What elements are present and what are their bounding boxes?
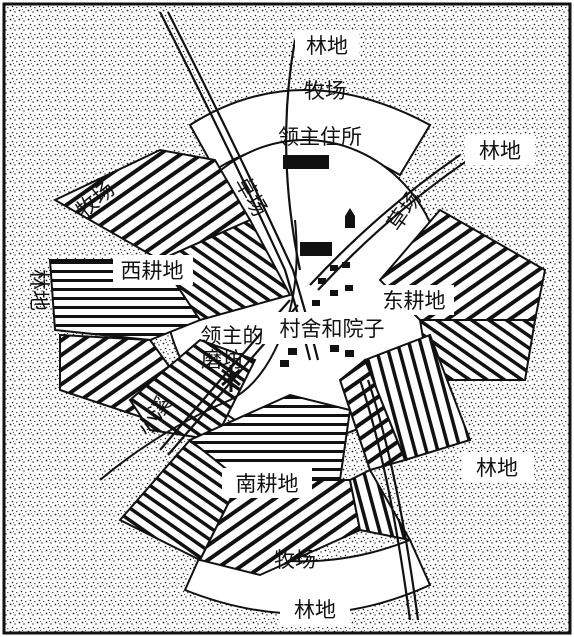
forest-west-label: 林地	[27, 269, 51, 311]
pasture-north-label: 牧场	[304, 79, 346, 103]
mill-label-line1: 领主的	[201, 324, 264, 348]
mill-icon	[221, 365, 241, 392]
pasture-south-label: 牧场	[274, 548, 316, 572]
forest-north-label: 林地	[306, 34, 348, 58]
village-label: 村舍和院子	[280, 317, 385, 341]
manor-house-icon	[283, 155, 329, 169]
manor-label: 领主住所	[278, 125, 362, 149]
forest-south-label: 林地	[294, 598, 336, 622]
west-field-label: 西耕地	[121, 259, 184, 283]
label-bg	[113, 255, 193, 285]
south-field-label: 南耕地	[236, 472, 299, 496]
stream-line	[99, 219, 298, 481]
manor-outbuilding-icon	[300, 242, 332, 256]
map-labels: 林地 牧场 林地 领主住所 牧场 草场 草场 林地 西耕地 东耕地 领主的 磨坊…	[27, 30, 535, 625]
label-bg	[462, 452, 534, 482]
forest-southeast-label: 林地	[476, 456, 518, 480]
mill-label-line2: 磨坊	[201, 348, 243, 372]
label-bg	[262, 312, 402, 344]
village-houses	[280, 262, 354, 367]
church-icon	[345, 208, 355, 228]
label-bg	[295, 30, 359, 60]
label-bg	[222, 468, 312, 498]
west-field-area	[48, 148, 292, 442]
forest-east-label: 林地	[479, 139, 521, 163]
label-bg	[280, 595, 350, 625]
label-bg	[374, 285, 454, 315]
label-bg	[465, 135, 535, 165]
east-field-label: 东耕地	[383, 289, 446, 313]
